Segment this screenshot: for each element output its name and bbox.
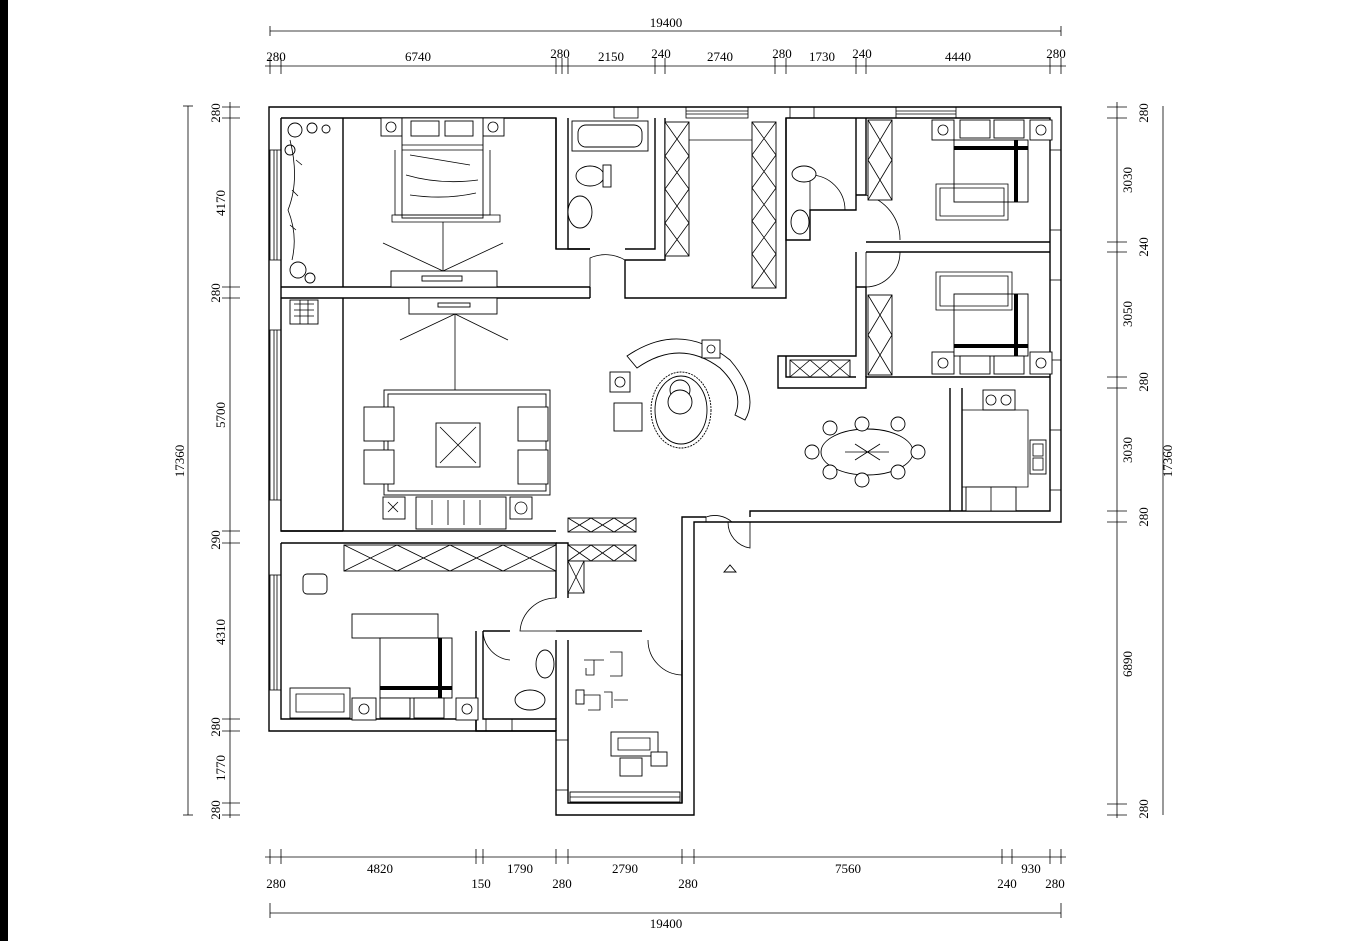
left-dim-1: 280 [208,103,223,123]
top-dim-1: 280 [266,49,286,64]
top-dim-2: 6740 [405,49,431,64]
right-dim-8: 6890 [1120,651,1135,677]
bottom-dim-lower-5: 240 [997,876,1017,891]
top-dim-15: 280 [1046,46,1066,61]
fitness-equipment-icon [575,651,628,711]
window-icon [269,106,1062,791]
bathtub-icon [571,120,649,152]
left-dim-8: 1770 [213,755,228,781]
up-arrow-marker [723,564,737,573]
left-dim-3: 280 [208,283,223,303]
round-sofa-icon [609,338,751,432]
toilet-icon [514,164,817,711]
right-dimension-group: 280 3030 240 3050 280 3030 280 6890 280 … [1107,102,1175,819]
right-dim-6: 3030 [1120,437,1135,463]
left-dim-2: 4170 [213,190,228,216]
top-dim-11: 1730 [809,49,835,64]
wardrobe-icon [343,119,893,803]
sofa-set-icon [363,389,551,530]
left-dim-9: 280 [208,800,223,820]
left-dim-5: 290 [208,530,223,550]
right-dim-7: 280 [1136,507,1151,527]
bottom-dim-lower-2: 150 [471,876,491,891]
plant-icon [284,122,331,284]
right-dim-5: 280 [1136,372,1151,392]
fireplace-icon [289,299,319,325]
right-dim-3: 240 [1136,237,1151,257]
right-dim-4: 3050 [1120,301,1135,327]
coffee-table-icon [650,371,712,449]
left-dimension-group: 17360 280 4170 280 5700 290 4310 280 177… [172,102,240,820]
tv-cabinet-icon [382,222,509,390]
kitchen-stove-icon [962,389,1029,488]
left-total-dim: 17360 [172,445,187,478]
top-dimension-group: 19400 280 6740 280 2150 240 2740 280 173… [265,15,1066,74]
top-dim-3: 280 [550,46,570,61]
right-dim-9: 280 [1136,799,1151,819]
left-dim-7: 280 [208,717,223,737]
bottom-dim-lower-3: 280 [552,876,572,891]
bottom-dim-upper-5: 930 [1021,861,1041,876]
left-edge-bar [0,0,8,941]
bottom-dim-lower-1: 280 [266,876,286,891]
bottom-dim-upper-2: 1790 [507,861,533,876]
kitchen-sink-icon [965,439,1047,512]
bottom-dim-upper-1: 4820 [367,861,393,876]
top-total-dim: 19400 [650,15,683,30]
top-dim-5: 2150 [598,49,624,64]
bottom-dimension-group: 4820 1790 2790 7560 930 280 150 280 280 … [265,849,1066,931]
bottom-dim-upper-4: 7560 [835,861,861,876]
top-dim-6: 240 [651,46,671,61]
top-dim-14: 4440 [945,49,971,64]
master-bed-icon [380,117,505,223]
left-dim-6: 4310 [213,619,228,645]
top-dim-8: 2740 [707,49,733,64]
right-dim-2: 3030 [1120,167,1135,193]
top-dim-9: 280 [772,46,792,61]
bottom-dim-upper-3: 2790 [612,861,638,876]
bottom-total-dim: 19400 [650,916,683,931]
dining-table-icon [804,416,926,488]
top-dim-12: 240 [852,46,872,61]
bottom-dim-lower-4: 280 [678,876,698,891]
bed-icon [289,119,1053,721]
bottom-dim-lower-6: 280 [1045,876,1065,891]
left-dim-4: 5700 [213,402,228,428]
right-dim-1: 280 [1136,103,1151,123]
right-total-dim: 17360 [1160,445,1175,478]
desk-icon [610,731,668,777]
